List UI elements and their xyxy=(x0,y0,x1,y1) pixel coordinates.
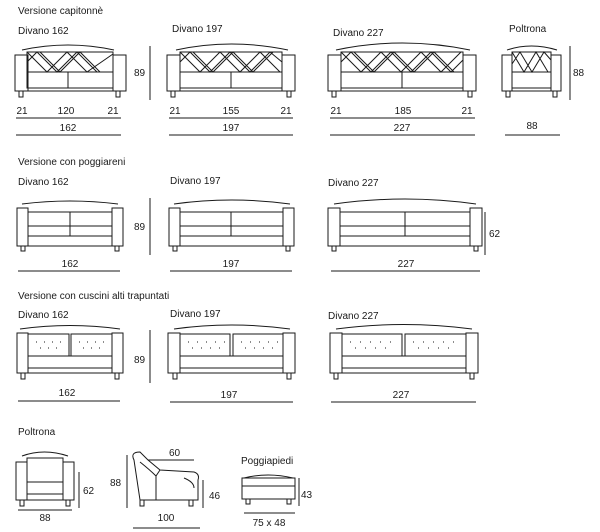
height-dim-162: 89 xyxy=(134,222,146,233)
height-dim-227: 62 xyxy=(489,229,501,240)
sofa-name-227: Divano 227 xyxy=(328,311,379,322)
sofa-drawing-162 xyxy=(14,44,127,98)
sofa-name-227: Divano 227 xyxy=(328,178,379,189)
dim-depth-top-side: 60 xyxy=(169,448,181,459)
height-dim-armchair: 88 xyxy=(573,68,585,79)
sofa-name-197: Divano 197 xyxy=(172,24,223,35)
dim-width-197: 197 xyxy=(222,123,240,134)
dim-arm-right-227: 21 xyxy=(461,106,473,117)
dim-arm-right-162: 21 xyxy=(107,106,119,117)
sofa-drawing-197 xyxy=(166,43,296,98)
height-dim-seat-side: 46 xyxy=(209,491,221,502)
sofa-drawing-197 xyxy=(167,324,296,380)
sofa-name-162: Divano 162 xyxy=(18,26,69,37)
height-dim-162: 89 xyxy=(134,355,146,366)
sofa-drawing-197 xyxy=(168,199,295,252)
sofa-name-162: Divano 162 xyxy=(18,310,69,321)
section-title-poggiareni: Versione con poggiareni xyxy=(18,157,126,168)
dim-depth-side: 100 xyxy=(157,513,175,524)
dim-arm-left-197: 21 xyxy=(169,106,181,117)
dim-arm-left-227: 21 xyxy=(330,106,342,117)
armchair-name: Poltrona xyxy=(509,24,547,35)
height-dim-footstool: 43 xyxy=(301,490,313,501)
sofa-name-227: Divano 227 xyxy=(333,28,384,39)
sofa-drawing-162 xyxy=(16,200,124,252)
armchair-side-drawing xyxy=(132,451,199,507)
footstool-drawing xyxy=(241,474,296,505)
dim-width-armchair: 88 xyxy=(526,121,538,132)
height-dim-front: 62 xyxy=(83,486,95,497)
dim-width-197: 197 xyxy=(222,259,240,270)
dim-width-front: 88 xyxy=(39,513,51,524)
sofa-name-197: Divano 197 xyxy=(170,309,221,320)
dim-arm-right-197: 21 xyxy=(280,106,292,117)
sofa-drawing-162 xyxy=(16,325,124,380)
dim-seat-227: 185 xyxy=(394,106,412,117)
section-title-capitonne: Versione capitonnè xyxy=(18,6,104,17)
dim-width-197: 197 xyxy=(220,390,238,401)
sofa-drawing-227 xyxy=(327,198,483,252)
footstool-name: Poggiapiedi xyxy=(241,456,294,467)
section-title-poltrona: Poltrona xyxy=(18,427,56,438)
dim-width-162: 162 xyxy=(59,123,77,134)
dim-width-162: 162 xyxy=(58,388,76,399)
dim-seat-162: 120 xyxy=(57,106,75,117)
sofa-drawing-227 xyxy=(327,42,477,98)
dim-size-footstool: 75 x 48 xyxy=(252,518,286,529)
sofa-drawing-227 xyxy=(329,324,479,380)
dim-width-227: 227 xyxy=(397,259,415,270)
dim-width-227: 227 xyxy=(393,123,411,134)
sofa-name-197: Divano 197 xyxy=(170,176,221,187)
armchair-drawing xyxy=(501,45,562,98)
armchair-front-drawing xyxy=(15,451,75,507)
dim-arm-left-162: 21 xyxy=(16,106,28,117)
section-title-cuscini: Versione con cuscini alti trapuntati xyxy=(18,291,170,302)
height-dim-162: 89 xyxy=(134,68,146,79)
dim-width-162: 162 xyxy=(61,259,79,270)
height-dim-back-side: 88 xyxy=(110,478,122,489)
sofa-name-162: Divano 162 xyxy=(18,177,69,188)
dim-seat-197: 155 xyxy=(222,106,240,117)
dim-width-227: 227 xyxy=(392,390,410,401)
